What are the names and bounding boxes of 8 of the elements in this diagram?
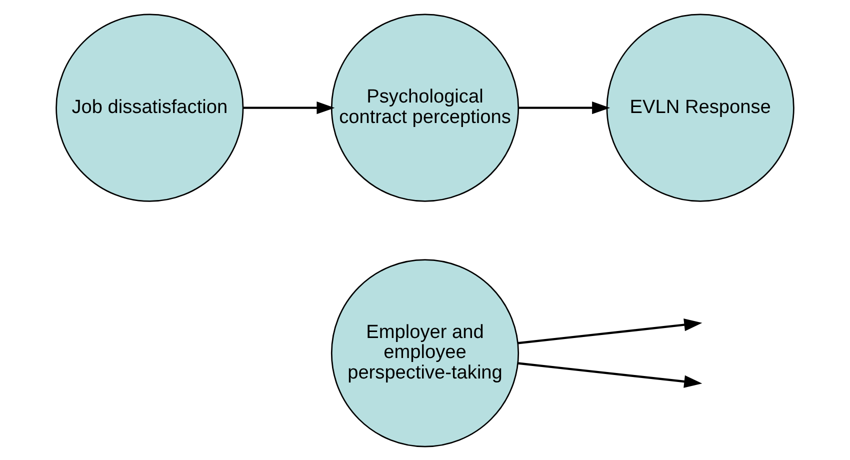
arrow [243,101,335,114]
arrow [518,101,610,114]
arrow [518,318,702,344]
node-circle: Psychological contract perceptions [330,13,520,202]
arrow [518,362,702,388]
node-circle: EVLN Response [606,13,794,202]
node-circle: Job dissatisfaction [56,13,244,202]
node-circle: Employer and employee perspective-taking [330,258,520,447]
